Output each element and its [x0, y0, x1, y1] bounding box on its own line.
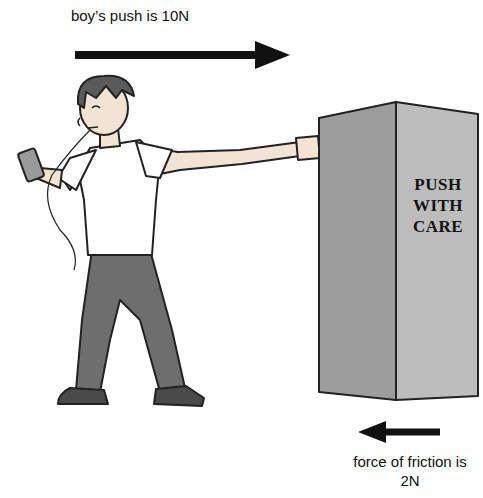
eye [92, 106, 100, 108]
pants [76, 250, 185, 392]
shoe [154, 386, 204, 406]
boy-figure [17, 76, 320, 406]
box-outline [316, 92, 482, 406]
arrow-shaft [75, 51, 258, 59]
push-arrow [75, 41, 290, 69]
arrow-head [358, 421, 386, 443]
earphone-wire [48, 128, 93, 270]
box-front-face [396, 102, 478, 400]
arrow-head [255, 41, 290, 69]
shoe [58, 388, 108, 404]
crate-box: PUSH WITH CARE [316, 92, 482, 406]
hair [78, 76, 134, 108]
phone [17, 148, 44, 182]
mouth [88, 127, 98, 128]
force-label: force of friction is 2N [352, 452, 468, 490]
fist [296, 136, 320, 160]
sleeve [58, 150, 96, 190]
friction-arrow [358, 421, 440, 443]
arrow-shaft [383, 429, 440, 436]
nose [78, 118, 80, 126]
box-side-face [319, 102, 396, 400]
stencil-text: PUSH WITH CARE [402, 174, 474, 237]
force-label: boy’s push is 10N [30, 6, 230, 25]
sleeve [136, 142, 172, 178]
